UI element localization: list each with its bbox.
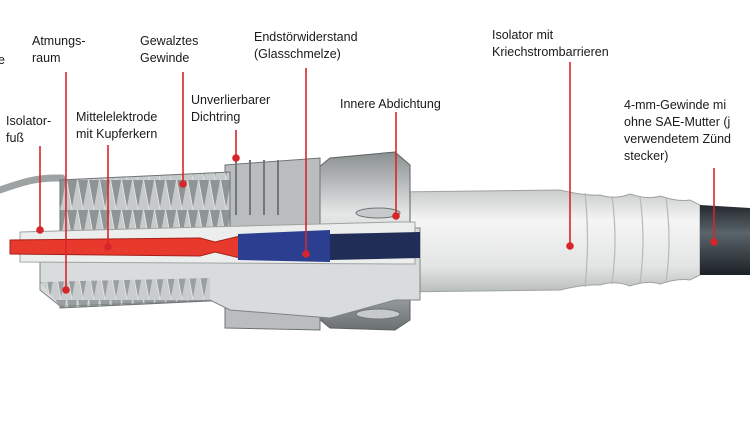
label-mutter: 4-mm-Gewinde mi ohne SAE-Mutter (j verwe… [624, 97, 731, 165]
label-atmungsraum: Atmungs- raum [32, 33, 86, 67]
label-gewinde-line2: Gewinde [140, 51, 190, 65]
label-partial-left-text: e [0, 53, 5, 67]
label-dichtring-line2: Dichtring [191, 110, 241, 124]
label-abdichtung: Innere Abdichtung [340, 96, 441, 113]
label-isolatorfuss: Isolator- fuß [6, 113, 51, 147]
terminal-nut [700, 205, 750, 275]
label-mittelelektrode-line2: mit Kupferkern [76, 127, 158, 141]
label-mutter-line3: verwendetem Zünd [624, 132, 732, 146]
label-partial-left: e [0, 52, 5, 69]
terminal-stud [330, 232, 420, 260]
label-dichtring: Unverlierbarer Dichtring [191, 92, 270, 126]
creepage-ribs [584, 192, 670, 288]
label-gewinde: Gewalztes Gewinde [140, 33, 198, 67]
label-dichtring-line1: Unverlierbarer [191, 93, 271, 107]
label-isolator-line1: Isolator mit [492, 28, 554, 42]
label-mittelelektrode-line1: Mittelelektrode [76, 110, 158, 124]
label-isolator-line2: Kriechstrombarrieren [492, 45, 609, 59]
inner-seal [355, 207, 401, 219]
inner-seal-lower [355, 308, 401, 320]
insulator-body [394, 189, 701, 293]
ground-electrode [0, 174, 66, 194]
label-abdichtung-line1: Innere Abdichtung [340, 97, 441, 111]
glass-resistor [238, 230, 330, 262]
label-mutter-line2: ohne SAE-Mutter (j [624, 115, 731, 129]
label-mutter-line1: 4-mm-Gewinde mi [624, 98, 727, 112]
label-endstoer-line2: (Glasschmelze) [254, 47, 341, 61]
label-isolator: Isolator mit Kriechstrombarrieren [492, 27, 609, 61]
lower-thread [40, 278, 210, 306]
label-atmungsraum-line1: Atmungs- [32, 34, 86, 48]
center-electrode [9, 235, 241, 259]
label-isolatorfuss-line2: fuß [6, 131, 25, 145]
leader-lines [36, 62, 718, 294]
label-isolatorfuss-line1: Isolator- [6, 114, 52, 128]
sealing-ring-ribs [235, 160, 279, 215]
label-mutter-line4: stecker) [624, 149, 669, 163]
label-gewinde-line1: Gewalztes [140, 34, 199, 48]
label-atmungsraum-line2: raum [32, 51, 61, 65]
label-endstoer-line1: Endstörwiderstand [254, 30, 358, 44]
label-mittelelektrode: Mittelelektrode mit Kupferkern [76, 109, 157, 143]
label-endstoer: Endstörwiderstand (Glasschmelze) [254, 29, 358, 63]
